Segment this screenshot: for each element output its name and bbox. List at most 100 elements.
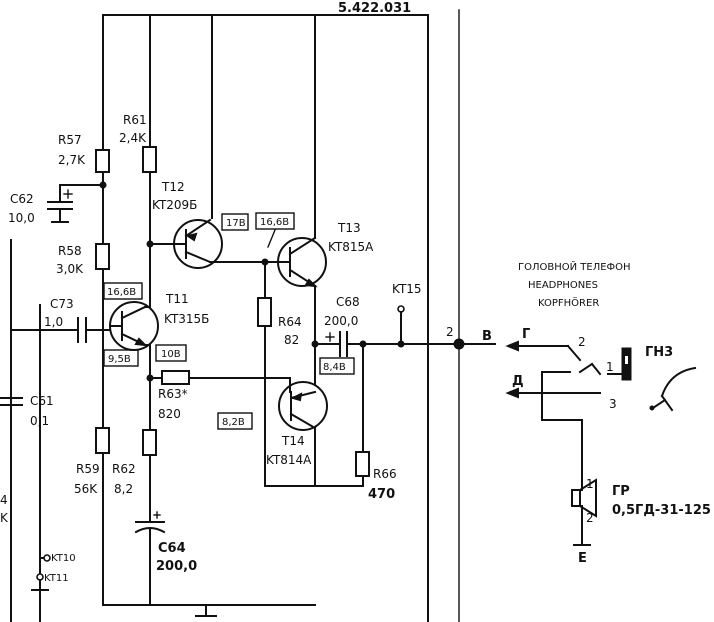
r59-value: 56K [74,482,98,496]
r61-ref: R61 [123,113,147,127]
r63-value: 820 [158,407,181,421]
c62-value: 10,0 [8,211,35,225]
c62-ref: C62 [10,192,34,206]
r58-ref: R58 [58,244,82,258]
t11-collector-voltage-box [103,282,143,300]
t13-voltage: 16,6В [260,217,289,228]
document-number: 5.422.031 [338,1,411,16]
t11-base-voltage-box [155,344,187,362]
t13-voltage-box [255,212,295,230]
headphone-title-de: KOPFHÖRER [538,296,599,309]
c61-value: 0,1 [30,414,49,428]
junction-kt15 [397,340,405,348]
r62-ref: R62 [112,462,136,476]
wire-g [505,340,582,362]
jack-pin-2: 2 [578,335,586,349]
r61-value: 2,4K [119,131,147,145]
wire-d-label: Д [512,374,524,389]
junction-t12-base [146,240,154,248]
r58-value: 3,0K [56,262,84,276]
capacitor-c73 [10,317,111,343]
speaker-pin-1: 1 [586,477,594,491]
connector-line-label: В [482,329,492,344]
jack-gn3 [578,347,632,381]
resistor-r57 [95,149,110,173]
transistor-t14 [278,377,328,487]
c61-ref: C61 [30,394,54,408]
t14-voltage-box [217,412,253,430]
resistor-r61 [142,146,157,241]
resistor-r64 [257,261,272,487]
resistor-r59 [95,427,110,454]
r64-ref: R64 [278,315,302,329]
t11-emitter-voltage-box [103,349,139,367]
headphone-title-en: HEADPHONES [528,280,598,291]
c64-ref: C64 [158,541,186,556]
connector-pin-number: 2 [446,325,454,339]
capacitor-c61 [0,397,23,406]
t12-voltage: 17В [226,218,246,229]
left-partial-value-a: 4 [0,493,8,507]
r57-value: 2,7K [58,153,86,167]
capacitor-c62 [47,184,104,223]
speaker-type: 0,5ГД-31-125 [612,503,711,518]
testpoint-kt15 [397,305,405,345]
kt11-label: KT11 [44,573,69,584]
t14-voltage: 8,2В [222,417,245,428]
testpoint-kt10 [39,554,51,562]
speaker-pin-2: 2 [586,511,594,525]
headphone-title-ru: ГОЛОВНОЙ ТЕЛЕФОН [518,260,631,273]
t12-voltage-box [221,213,249,231]
connector-pin-2 [453,338,496,350]
junction-t11-emitter [146,374,154,382]
capacitor-c64 [134,511,166,606]
headphone-plug-icon [649,366,697,412]
junction-c62 [99,181,107,189]
resistor-r62 [142,429,157,521]
wire-e-label: Е [578,551,587,566]
c73-value: 1,0 [44,315,63,329]
t14-type: KT814A [266,453,312,467]
t12-type: KT209Б [152,198,197,212]
c68-value: 200,0 [324,314,358,328]
t13-type: KT815A [328,240,374,254]
board-frame [10,9,460,622]
t11-type: KT315Б [164,312,209,326]
t12-ref: T12 [161,180,185,194]
c73-ref: C73 [50,297,74,311]
speaker-gr [571,477,597,546]
t11-base-voltage: 10В [161,349,181,360]
transistor-t11 [109,239,159,351]
r62-value: 8,2 [114,482,133,496]
wire-g-label: Г [522,327,530,342]
r66-ref: R66 [373,467,397,481]
r66-value: 470 [368,487,395,502]
resistor-r63 [161,370,291,385]
t14-ref: T14 [281,434,305,448]
output-voltage-box [319,357,355,375]
resistor-r66 [355,451,370,487]
kt10-label: KT10 [51,553,76,564]
c64-value: 200,0 [156,559,197,574]
output-voltage: 8,4В [323,362,346,373]
c68-ref: C68 [336,295,360,309]
t13-ref: T13 [337,221,361,235]
wire-d [505,371,601,479]
t11-collector-voltage: 16,6В [107,287,136,298]
r59-ref: R59 [76,462,100,476]
jack-ref: ГН3 [645,345,673,360]
r57-ref: R57 [58,133,82,147]
jack-pin-3: 3 [609,397,617,411]
r63-ref: R63* [158,387,188,401]
capacitor-c68 [325,331,459,357]
t11-emitter-voltage: 9,5В [108,354,131,365]
r64-value: 82 [284,333,299,347]
jack-pin-1: 1 [606,360,614,374]
transistor-t12 [149,218,266,269]
left-partial-value-b: K [0,511,9,525]
resistor-r58 [95,243,110,270]
kt15-label: KT15 [392,282,422,296]
speaker-ref: ГР [612,484,630,499]
t11-ref: T11 [165,292,189,306]
